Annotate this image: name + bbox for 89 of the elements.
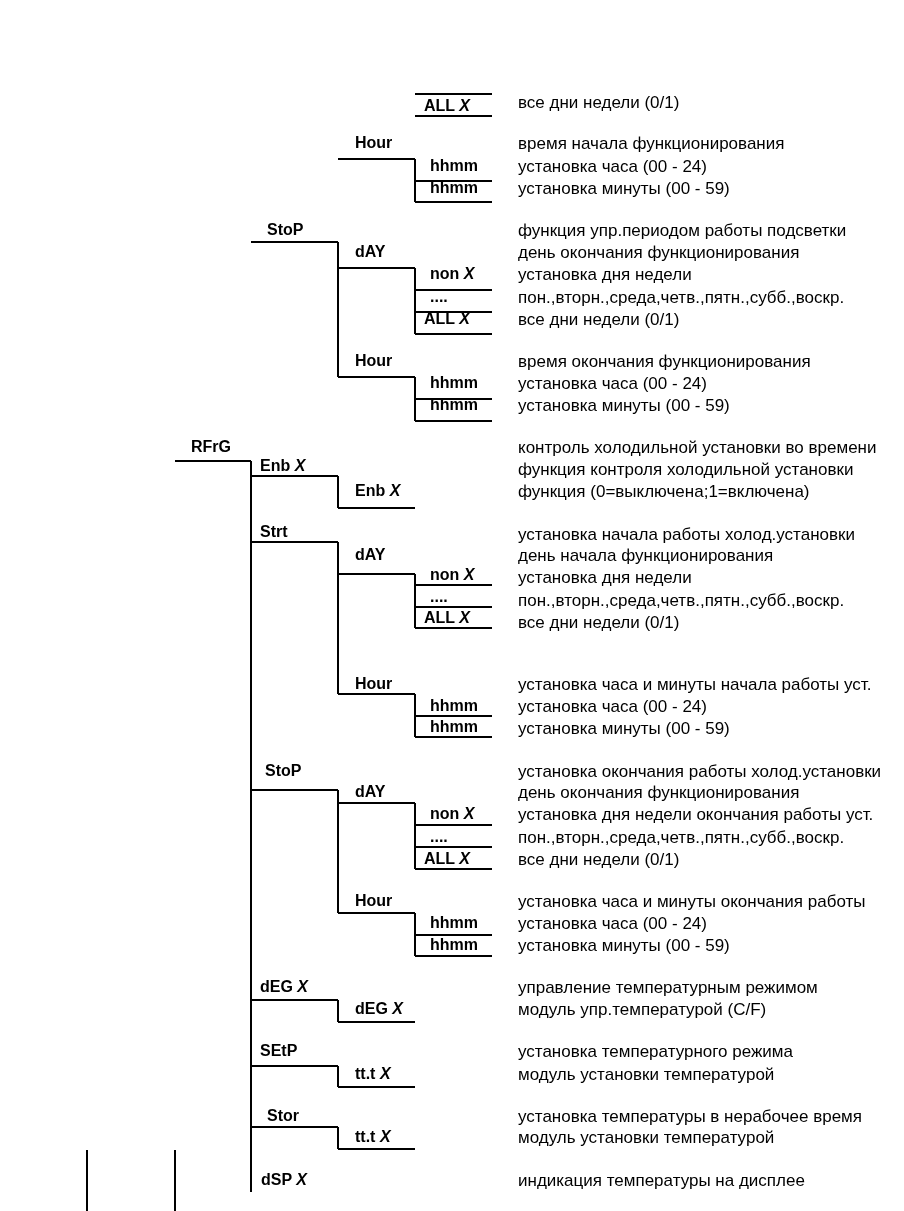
description-text: установка минуты (00 - 59) bbox=[518, 936, 730, 955]
description-text: все дни недели (0/1) bbox=[518, 850, 680, 869]
menu-item: Hour bbox=[338, 675, 415, 695]
menu-item: StoP bbox=[251, 221, 338, 243]
tree-connector bbox=[337, 241, 339, 378]
description-text: установка начала работы холод.установки bbox=[518, 525, 855, 544]
description-text: установка окончания работы холод.установки bbox=[518, 762, 882, 781]
tree-connector bbox=[414, 376, 416, 422]
description-text: все дни недели (0/1) bbox=[518, 613, 680, 632]
menu-item: non X bbox=[415, 265, 492, 291]
description-text: установка часа и минуты окончания работы bbox=[518, 892, 866, 911]
menu-item: tt.t X bbox=[338, 1128, 415, 1150]
menu-item: SEtP bbox=[251, 1042, 338, 1067]
menu-item: non X bbox=[415, 566, 492, 586]
description-text: установка минуты (00 - 59) bbox=[518, 396, 730, 415]
description-text: установка дня недели bbox=[518, 265, 692, 284]
menu-item: hhmm bbox=[415, 396, 492, 422]
description-text: время начала функционирования bbox=[518, 134, 785, 153]
tree-connector bbox=[337, 1126, 339, 1150]
description-text: день начала функционирования bbox=[518, 546, 774, 565]
menu-item: dEG X bbox=[338, 1000, 415, 1023]
menu-item: .... bbox=[415, 588, 492, 608]
description-text: все дни недели (0/1) bbox=[518, 310, 680, 329]
description-text: функция контроля холодильной установки bbox=[518, 460, 854, 479]
menu-item: tt.t X bbox=[338, 1065, 415, 1088]
tree-connector bbox=[414, 267, 416, 335]
tree-connector bbox=[414, 573, 416, 629]
description-text: установка дня недели bbox=[518, 568, 692, 587]
menu-item: Stor bbox=[251, 1107, 338, 1128]
description-text: функция упр.периодом работы подсветки bbox=[518, 221, 847, 240]
menu-item: Hour bbox=[338, 892, 415, 914]
menu-item: Enb X bbox=[251, 457, 338, 477]
menu-item: non X bbox=[415, 805, 492, 826]
description-text: установка минуты (00 - 59) bbox=[518, 719, 730, 738]
tree-connector bbox=[337, 541, 339, 695]
description-text: пон.,вторн.,среда,четв.,пятн.,субб.,воскр. bbox=[518, 288, 845, 307]
description-text: установка температуры в нерабочее время bbox=[518, 1107, 862, 1126]
tree-connector bbox=[414, 158, 416, 203]
menu-item: dAY bbox=[338, 243, 415, 269]
description-text: установка часа (00 - 24) bbox=[518, 157, 707, 176]
description-text: день окончания функционирования bbox=[518, 243, 800, 262]
description-text: функция (0=выключена;1=включена) bbox=[518, 482, 810, 501]
description-text: пон.,вторн.,среда,четв.,пятн.,субб.,воскр. bbox=[518, 828, 845, 847]
tree-connector bbox=[337, 1065, 339, 1088]
menu-item: dAY bbox=[338, 546, 415, 575]
menu-item: hhmm bbox=[415, 157, 492, 182]
menu-item: dEG X bbox=[251, 978, 338, 1001]
menu-item: ALL X bbox=[415, 97, 492, 117]
menu-item: hhmm bbox=[415, 179, 492, 203]
menu-item: dSP X bbox=[251, 1171, 338, 1193]
description-text: управление температурным режимом bbox=[518, 978, 818, 997]
menu-item: .... bbox=[415, 288, 492, 313]
description-text: день окончания функционирования bbox=[518, 783, 800, 802]
description-text: пон.,вторн.,среда,четв.,пятн.,субб.,воскр. bbox=[518, 591, 845, 610]
menu-item: Enb X bbox=[338, 482, 415, 509]
tree-connector bbox=[337, 999, 339, 1023]
menu-item: RFrG bbox=[175, 438, 251, 462]
menu-item: hhmm bbox=[415, 936, 492, 957]
menu-item: dAY bbox=[338, 783, 415, 804]
menu-item: Strt bbox=[251, 523, 338, 543]
tree-connector bbox=[337, 475, 339, 509]
menu-item: hhmm bbox=[415, 374, 492, 400]
tree-connector bbox=[414, 693, 416, 738]
tree-connector bbox=[414, 802, 416, 870]
menu-item: Hour bbox=[338, 134, 415, 160]
description-text: модуль упр.температурой (C/F) bbox=[518, 1000, 767, 1019]
description-text: установка минуты (00 - 59) bbox=[518, 179, 730, 198]
menu-item: .... bbox=[415, 828, 492, 848]
menu-item: ALL X bbox=[415, 850, 492, 870]
description-text: индикация температуры на дисплее bbox=[518, 1171, 805, 1190]
description-text: установка дня недели окончания работы уст. bbox=[518, 805, 874, 824]
description-text: модуль установки температурой bbox=[518, 1065, 775, 1084]
menu-item: ALL X bbox=[415, 609, 492, 629]
description-text: контроль холодильной установки во времени bbox=[518, 438, 877, 457]
description-text: установка часа и минуты начала работы уст. bbox=[518, 675, 872, 694]
description-text: модуль установки температурой bbox=[518, 1128, 775, 1147]
menu-item: hhmm bbox=[415, 914, 492, 936]
description-text: все дни недели (0/1) bbox=[518, 93, 680, 112]
tree-connector bbox=[414, 912, 416, 957]
description-text: время окончания функционирования bbox=[518, 352, 811, 371]
menu-item: hhmm bbox=[415, 697, 492, 717]
menu-item: Hour bbox=[338, 352, 415, 378]
tree-connector bbox=[337, 789, 339, 914]
description-text: установка часа (00 - 24) bbox=[518, 697, 707, 716]
description-text: установка часа (00 - 24) bbox=[518, 914, 707, 933]
menu-item: hhmm bbox=[415, 718, 492, 738]
description-text: установка температурного режима bbox=[518, 1042, 793, 1061]
description-text: установка часа (00 - 24) bbox=[518, 374, 707, 393]
menu-item: StoP bbox=[251, 762, 338, 791]
